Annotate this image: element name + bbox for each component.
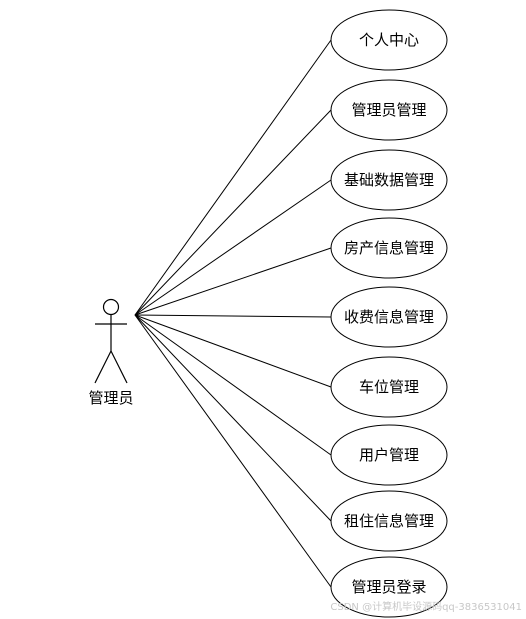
association-line	[134, 39, 332, 316]
use-case: 管理员登录	[330, 556, 448, 618]
use-case: 用户管理	[330, 424, 448, 486]
use-case-label: 车位管理	[359, 378, 419, 396]
use-case-label: 管理员登录	[351, 578, 426, 596]
use-case: 基础数据管理	[330, 149, 448, 211]
use-case: 租住信息管理	[330, 490, 448, 552]
association-line	[134, 314, 332, 522]
use-case-ellipse	[330, 424, 448, 486]
use-case-ellipse	[330, 286, 448, 348]
use-case-ellipse	[330, 217, 448, 279]
use-case: 个人中心	[330, 9, 448, 71]
use-case: 车位管理	[330, 356, 448, 418]
use-cases: 个人中心管理员管理基础数据管理房产信息管理收费信息管理车位管理用户管理租住信息管…	[330, 9, 448, 618]
actor-head	[102, 298, 120, 316]
use-case-label: 管理员管理	[351, 101, 426, 119]
association-line	[134, 247, 332, 316]
association-lines	[134, 39, 332, 588]
use-case: 房产信息管理	[330, 217, 448, 279]
actor-left-leg	[94, 350, 112, 384]
use-case: 管理员管理	[330, 79, 448, 141]
actor-label: 管理员	[88, 389, 133, 407]
use-case-label: 房产信息管理	[344, 239, 434, 257]
use-case: 收费信息管理	[330, 286, 448, 348]
actor-right-leg	[110, 350, 128, 384]
use-case-label: 用户管理	[359, 446, 419, 464]
use-case-ellipse	[330, 9, 448, 71]
use-case-ellipse	[330, 356, 448, 418]
watermark: CSDN @计算机毕设源码qq-3836531041	[330, 600, 522, 613]
association-line	[134, 314, 332, 588]
association-line	[134, 314, 332, 388]
use-case-ellipse	[330, 149, 448, 211]
use-case-ellipse	[330, 490, 448, 552]
association-line	[134, 109, 332, 316]
use-case-label: 收费信息管理	[344, 308, 434, 326]
association-line	[134, 314, 332, 318]
use-case-label: 基础数据管理	[344, 171, 434, 189]
association-line	[134, 314, 332, 456]
use-case-label: 租住信息管理	[344, 512, 434, 530]
use-case-ellipse	[330, 79, 448, 141]
association-line	[134, 179, 332, 316]
use-case-label: 个人中心	[359, 31, 419, 49]
actor-administrator: 管理员	[88, 298, 134, 407]
use-case-ellipse	[330, 556, 448, 618]
